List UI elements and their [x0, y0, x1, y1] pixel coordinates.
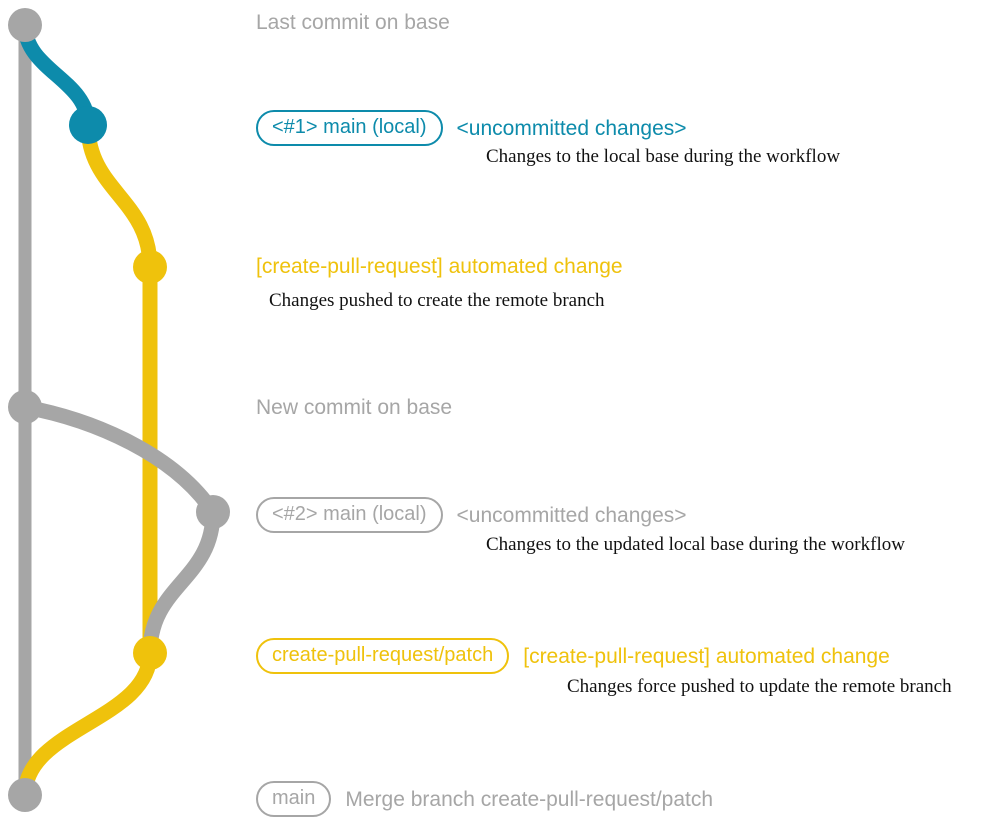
- ref-badge-main-local-1[interactable]: <#1> main (local): [256, 110, 443, 146]
- ref-badge-main-local-2[interactable]: <#2> main (local): [256, 497, 443, 533]
- edge-local1-to-patch1: [80, 117, 158, 275]
- commit-note-patch-1: Changes pushed to create the remote bran…: [269, 290, 605, 311]
- commit-subject-local-2: <uncommitted changes>: [456, 503, 687, 527]
- commit-subject-base-last: Last commit on base: [256, 11, 450, 34]
- ref-badge-create-pull-request-patch[interactable]: create-pull-request/patch: [256, 638, 510, 674]
- edge-local2-to-patch2: [142, 504, 221, 661]
- commit-subject-base-merge: Merge branch create-pull-request/patch: [345, 787, 714, 811]
- commit-row-local-1: <#1> main (local) <uncommitted changes>: [256, 110, 687, 146]
- commit-node-patch-1[interactable]: [133, 250, 167, 284]
- edge-basenew-to-local2: [17, 399, 221, 520]
- commit-node-base-merge[interactable]: [8, 778, 42, 812]
- commit-node-patch-2[interactable]: [133, 636, 167, 670]
- commit-note-local-2: Changes to the updated local base during…: [486, 534, 905, 555]
- commit-subject-local-1: <uncommitted changes>: [456, 116, 687, 140]
- commit-row-base-last: Last commit on base: [256, 12, 450, 33]
- commit-row-base-new: New commit on base: [256, 397, 452, 418]
- commit-node-local-2[interactable]: [196, 495, 230, 529]
- commit-row-local-2: <#2> main (local) <uncommitted changes>: [256, 497, 687, 533]
- commit-row-patch-1: [create-pull-request] automated change: [256, 256, 623, 277]
- commit-subject-base-new: New commit on base: [256, 396, 453, 419]
- commit-note-patch-2: Changes force pushed to update the remot…: [567, 676, 952, 697]
- commit-row-patch-2: create-pull-request/patch [create-pull-r…: [256, 638, 890, 674]
- commit-node-base-last[interactable]: [8, 8, 42, 42]
- commit-node-base-new[interactable]: [8, 390, 42, 424]
- commit-row-base-merge: main Merge branch create-pull-request/pa…: [256, 781, 713, 817]
- edge-patch2-to-merge: [17, 645, 158, 803]
- commit-subject-patch-2: [create-pull-request] automated change: [523, 644, 890, 668]
- commit-node-local-1[interactable]: [69, 106, 107, 144]
- commit-note-local-1: Changes to the local base during the wor…: [486, 146, 841, 167]
- commit-subject-patch-1: [create-pull-request] automated change: [256, 255, 623, 278]
- ref-badge-main[interactable]: main: [256, 781, 332, 817]
